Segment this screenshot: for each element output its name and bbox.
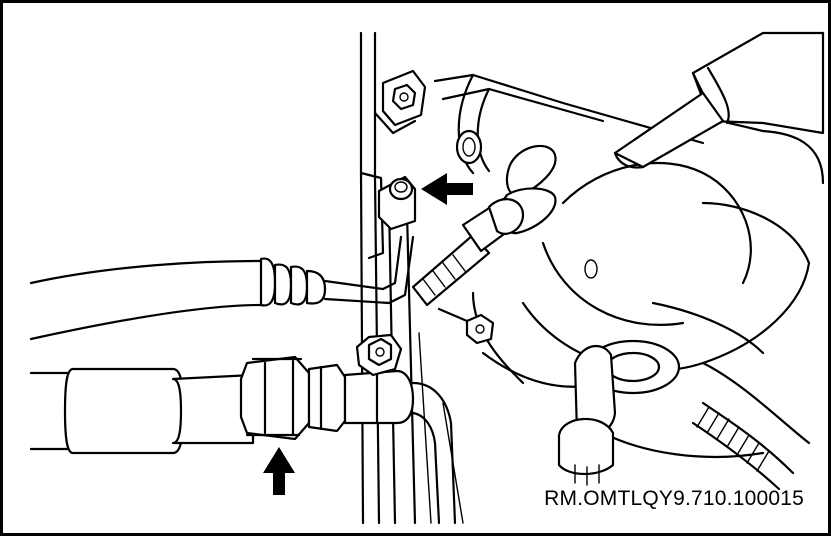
diagonal-pipe	[411, 197, 525, 307]
lower-hose-assembly	[29, 367, 255, 455]
arrow-left-icon	[421, 173, 473, 205]
arrow-up-icon	[263, 447, 295, 495]
corrugated-hose	[691, 401, 795, 491]
hose-tube-end	[343, 369, 457, 525]
engine-mount	[557, 301, 765, 486]
intake-pipe	[613, 31, 825, 265]
upper-bracket-bolt	[381, 69, 427, 127]
reference-code: RM.OMTLQY9.710.100015	[544, 487, 804, 510]
upper-hose	[29, 235, 415, 341]
bracket-bolt	[377, 175, 417, 231]
engine-bay-line-drawing	[29, 31, 825, 525]
lower-bracket-bolt	[355, 333, 403, 377]
hose-fitting-nut	[239, 355, 347, 441]
engine-housing	[433, 73, 811, 458]
middle-bolt	[437, 307, 495, 345]
